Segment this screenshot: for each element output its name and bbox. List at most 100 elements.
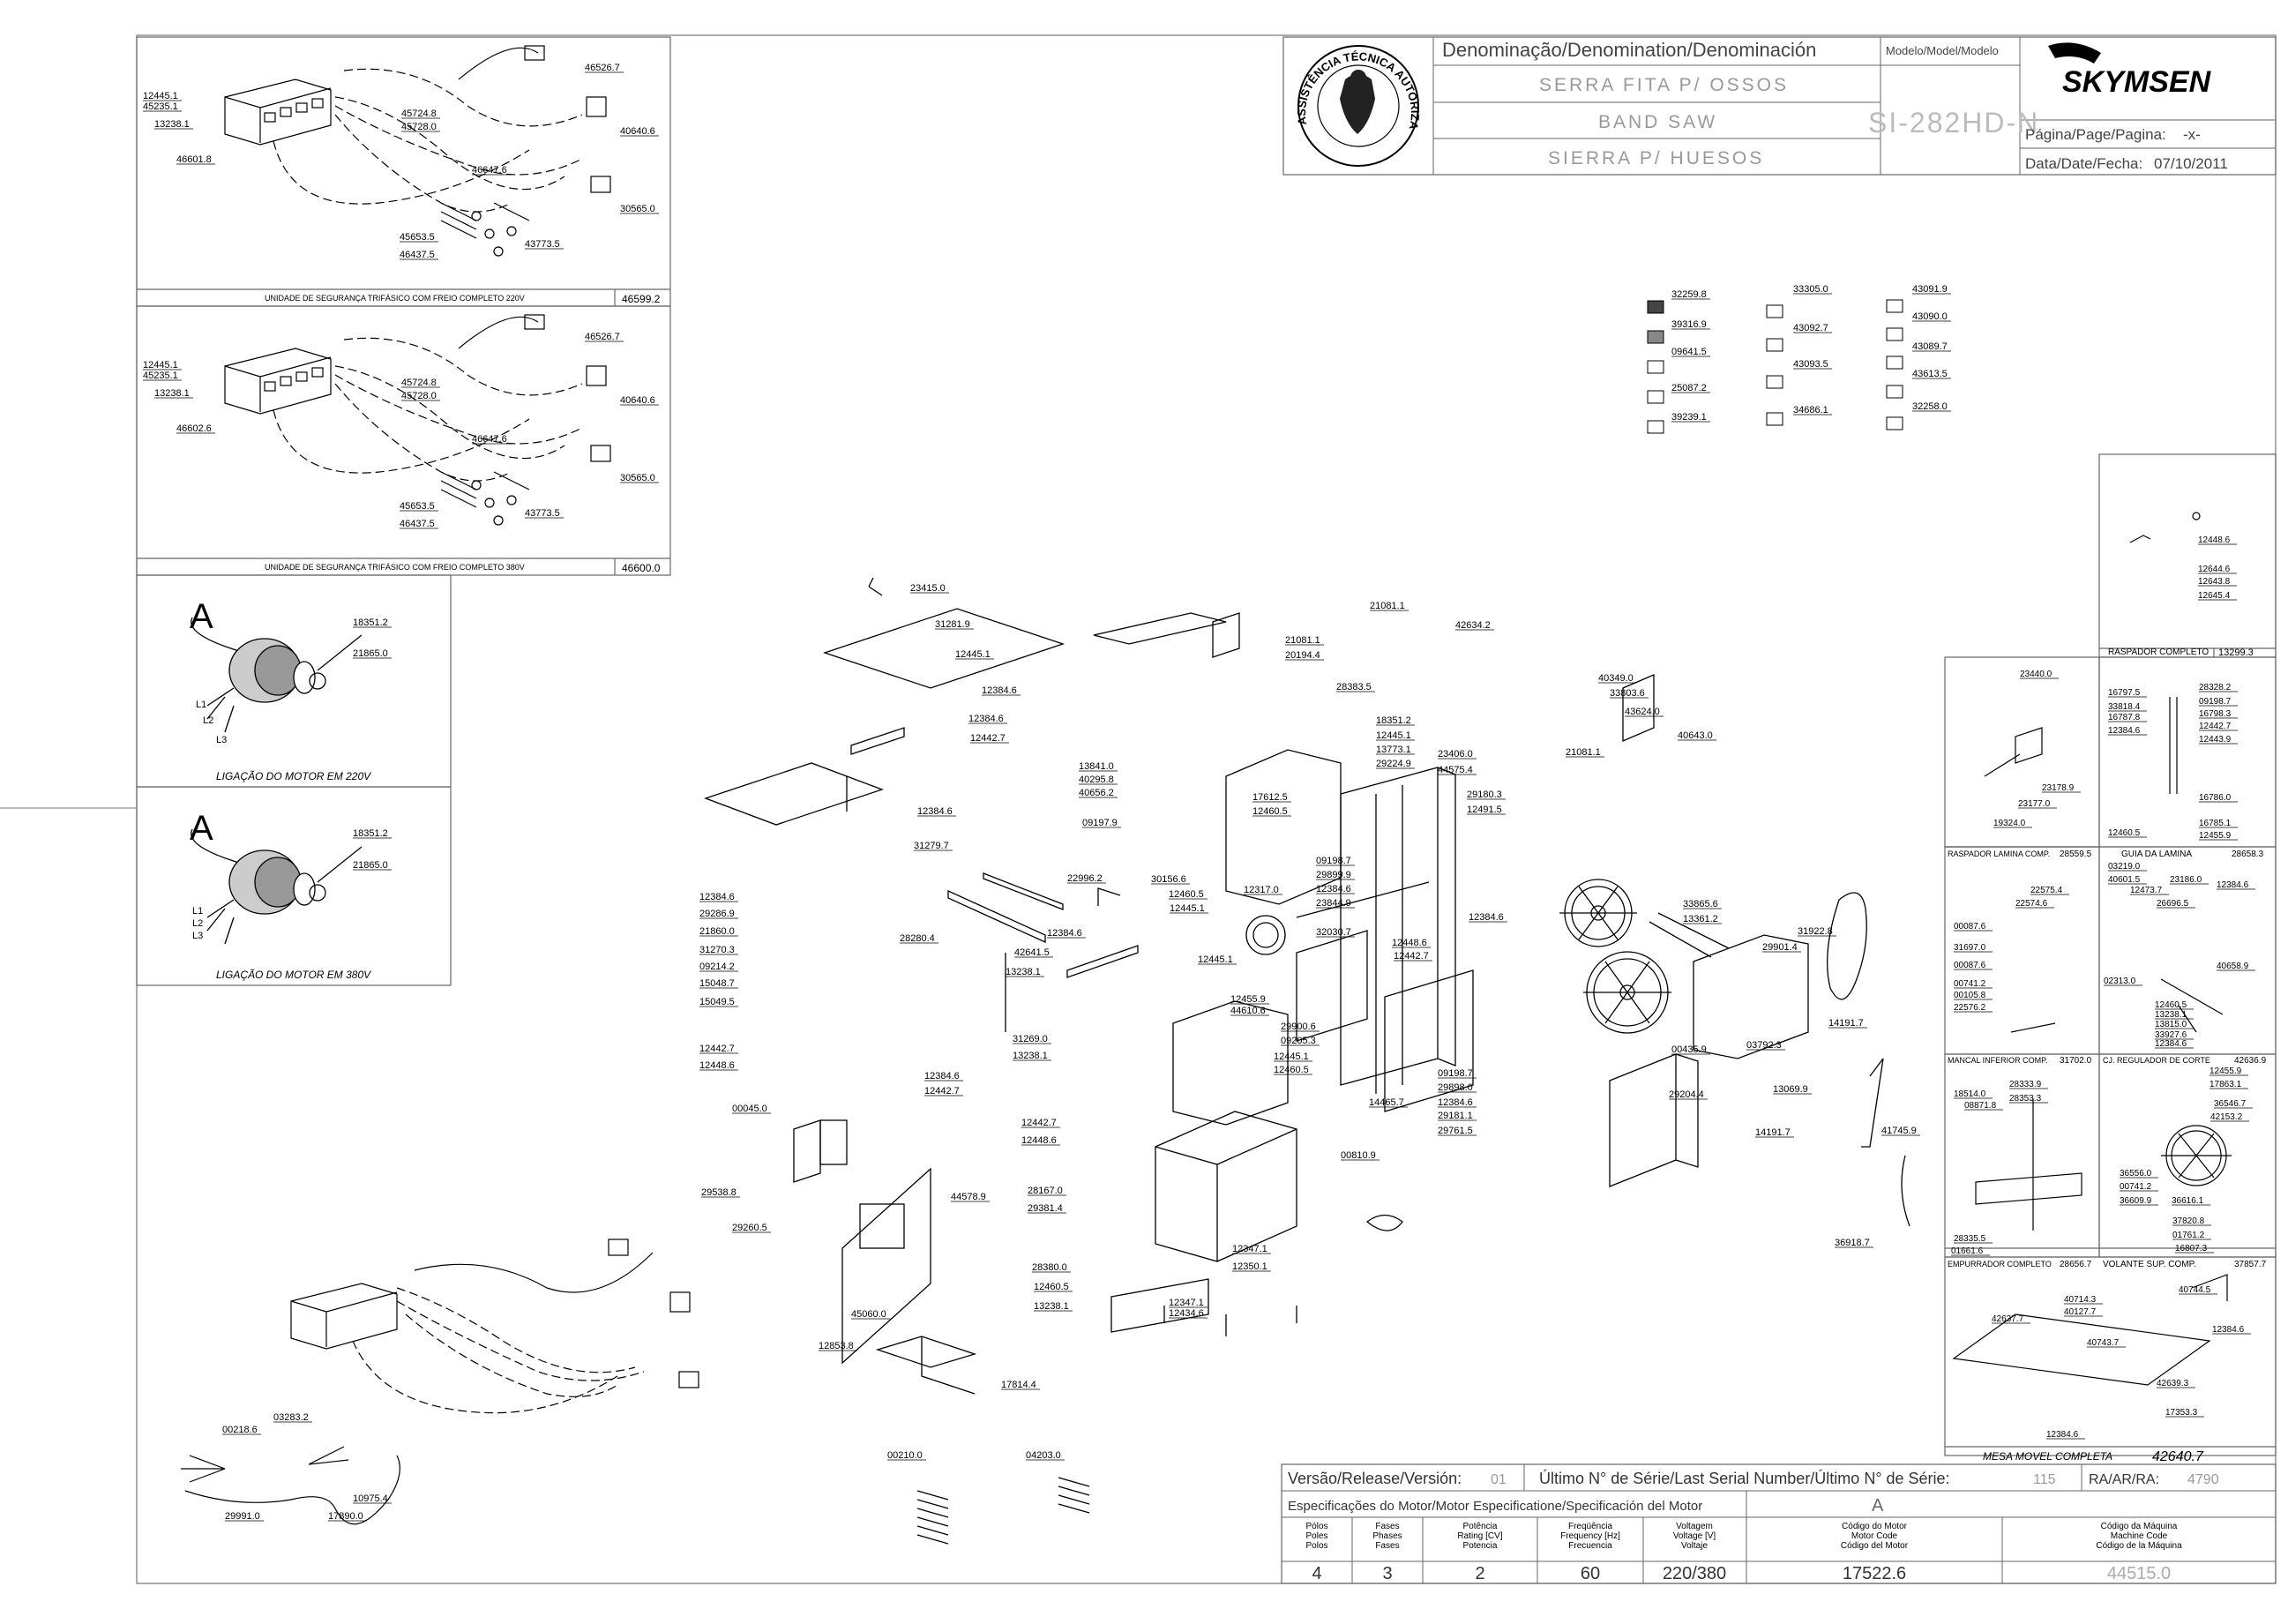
part-number-label: 34686.1 xyxy=(1793,405,1828,415)
spec-header: Código de la Máquina xyxy=(2096,1541,2182,1551)
part-number-label: 46526.7 xyxy=(585,63,620,73)
part-number-label: 30156.6 xyxy=(1151,874,1186,885)
part-number-label: 28380.0 xyxy=(1032,1262,1067,1273)
part-number-label: 12384.6 xyxy=(699,892,735,902)
part-number-label: 39316.9 xyxy=(1671,319,1707,330)
part-number-label: 40640.6 xyxy=(620,395,655,406)
part-number-label: 30565.0 xyxy=(620,204,655,214)
spec-header: Voltaje xyxy=(1681,1541,1708,1551)
part-number-label: 13238.1 xyxy=(1013,1051,1048,1061)
part-number-label: 00810.9 xyxy=(1341,1150,1376,1161)
part-number-label: 32259.8 xyxy=(1671,289,1707,300)
spec-header: Pólos xyxy=(1305,1522,1327,1531)
wire-l1-380: L1 xyxy=(192,906,203,917)
part-number-label: 12460.5 xyxy=(1252,806,1288,817)
left-panels xyxy=(136,36,671,986)
model-code: SI-282HD-N xyxy=(1868,107,2039,138)
part-number-label: 18514.0 xyxy=(1954,1089,1986,1099)
part-number-label: 12491.5 xyxy=(1467,805,1502,815)
motor-drawing-220 xyxy=(191,617,363,733)
spec-header: Phases xyxy=(1372,1531,1402,1541)
safety-unit-drawing-220 xyxy=(224,45,611,257)
detail-letter-a-220: A xyxy=(190,597,213,636)
safety-unit-drawing-380 xyxy=(224,314,611,526)
part-number-label: 45060.0 xyxy=(851,1309,886,1320)
part-number-label: 23415.0 xyxy=(910,583,946,594)
footer-block xyxy=(1281,1463,2277,1584)
part-number-label: 13238.1 xyxy=(154,388,190,399)
part-number-label: 29286.9 xyxy=(699,909,735,919)
part-number-label: 12460.5 xyxy=(2155,1000,2187,1010)
part-number-label: 09198.7 xyxy=(1438,1068,1473,1079)
spec-value: 220/380 xyxy=(1663,1564,1726,1583)
part-number-label: 14191.7 xyxy=(1755,1127,1791,1138)
part-number-label: 29991.0 xyxy=(225,1511,260,1522)
part-number-label: 29381.4 xyxy=(1028,1203,1063,1214)
spec-header: Poles xyxy=(1305,1531,1327,1541)
part-number-label: 21860.0 xyxy=(699,926,735,937)
panel-title-mancal: MANCAL INFERIOR COMP. xyxy=(1948,1056,2048,1065)
part-number-label: 45724.8 xyxy=(401,378,437,388)
detail-letter-a-380: A xyxy=(190,809,213,848)
part-number-label: 12853.8 xyxy=(819,1341,854,1351)
part-number-label: 46647.6 xyxy=(472,165,507,176)
panel-code-volante: 37857.7 xyxy=(2234,1260,2267,1269)
right-panels-drawings xyxy=(1952,512,2232,1386)
spec-header: Rating [CV] xyxy=(1457,1531,1502,1541)
product-name-es: SIERRA P/ HUESOS xyxy=(1548,148,1764,168)
spec-header: Polos xyxy=(1305,1541,1327,1551)
part-number-label: 12473.7 xyxy=(2130,886,2163,895)
part-number-label: 12384.6 xyxy=(1047,928,1082,939)
version-label: Versão/Release/Versión: xyxy=(1288,1470,1462,1487)
part-number-label: 09641.5 xyxy=(1671,347,1707,357)
part-number-label: 23177.0 xyxy=(2018,799,2051,809)
part-number-label: 45728.0 xyxy=(401,391,437,401)
part-number-label: 29898.0 xyxy=(1438,1082,1473,1093)
title-block: ASSISTÊNCIA TÉCNICA AUTORIZADA Denominaç… xyxy=(0,0,2277,176)
part-number-label: 31922.8 xyxy=(1798,926,1833,937)
spec-value: 60 xyxy=(1581,1564,1600,1583)
part-number-label: 17814.4 xyxy=(1001,1380,1036,1390)
part-number-label: 00045.0 xyxy=(732,1104,767,1114)
part-number-label: 14191.7 xyxy=(1828,1018,1864,1029)
part-number-label: 12442.7 xyxy=(970,733,1006,744)
part-number-label: 16787.8 xyxy=(2108,713,2141,722)
spec-header: Voltagem xyxy=(1676,1522,1713,1531)
part-number-label: 28353.3 xyxy=(2009,1094,2042,1104)
part-number-label: 33865.6 xyxy=(1683,899,1718,909)
main-exploded-view xyxy=(704,577,1910,1545)
panel-code-empurrador: 28656.7 xyxy=(2060,1260,2092,1269)
part-number-label: 36616.1 xyxy=(2172,1196,2204,1206)
part-number-label: 10975.4 xyxy=(353,1493,388,1504)
part-number-label: 12455.9 xyxy=(2199,831,2232,841)
part-number-label: 33305.0 xyxy=(1793,284,1828,295)
part-number-label: 29900.6 xyxy=(1281,1022,1316,1032)
part-number-label: 12384.6 xyxy=(982,685,1017,696)
panel-title-volante: VOLANTE SUP. COMP. xyxy=(2103,1260,2196,1269)
denomination-label: Denominação/Denomination/Denominación xyxy=(1442,39,1816,61)
part-number-label: 31281.9 xyxy=(935,619,970,630)
part-number-label: 12384.6 xyxy=(1438,1097,1473,1108)
part-number-label: 46437.5 xyxy=(400,250,435,260)
wire-l2-220: L2 xyxy=(203,715,213,726)
serial-label: Último N° de Série/Last Serial Number/Úl… xyxy=(1539,1469,1950,1487)
part-number-label: 19324.0 xyxy=(1993,819,2026,828)
motor-spec-columns: PólosPolesPolos4FasesPhasesFases3Potênci… xyxy=(1305,1522,2182,1583)
part-number-label: 12347.1 xyxy=(1169,1298,1204,1308)
part-number-label: 45728.0 xyxy=(401,122,437,132)
part-number-label: 12384.6 xyxy=(2108,726,2141,736)
part-number-label: 16785.1 xyxy=(2199,819,2232,828)
part-number-label: 13238.1 xyxy=(154,119,190,130)
part-number-label: 32030.7 xyxy=(1316,927,1351,938)
spec-header: Código del Motor xyxy=(1841,1541,1909,1551)
spec-value: 17522.6 xyxy=(1843,1564,1906,1583)
authorized-service-seal: ASSISTÊNCIA TÉCNICA AUTORIZADA xyxy=(0,0,1422,167)
part-number-label: 15049.5 xyxy=(699,997,735,1007)
part-number-label: 30565.0 xyxy=(620,473,655,483)
assembly-label-220: UNIDADE DE SEGURANÇA TRIFÁSICO COM FREIO… xyxy=(265,294,525,303)
part-number-label: 40601.5 xyxy=(2108,875,2141,885)
part-number-label: 17353.3 xyxy=(2165,1408,2198,1418)
version-value: 01 xyxy=(1491,1472,1507,1487)
ra-label: RA/AR/RA: xyxy=(2089,1472,2159,1487)
part-number-label: 23440.0 xyxy=(2020,670,2052,679)
